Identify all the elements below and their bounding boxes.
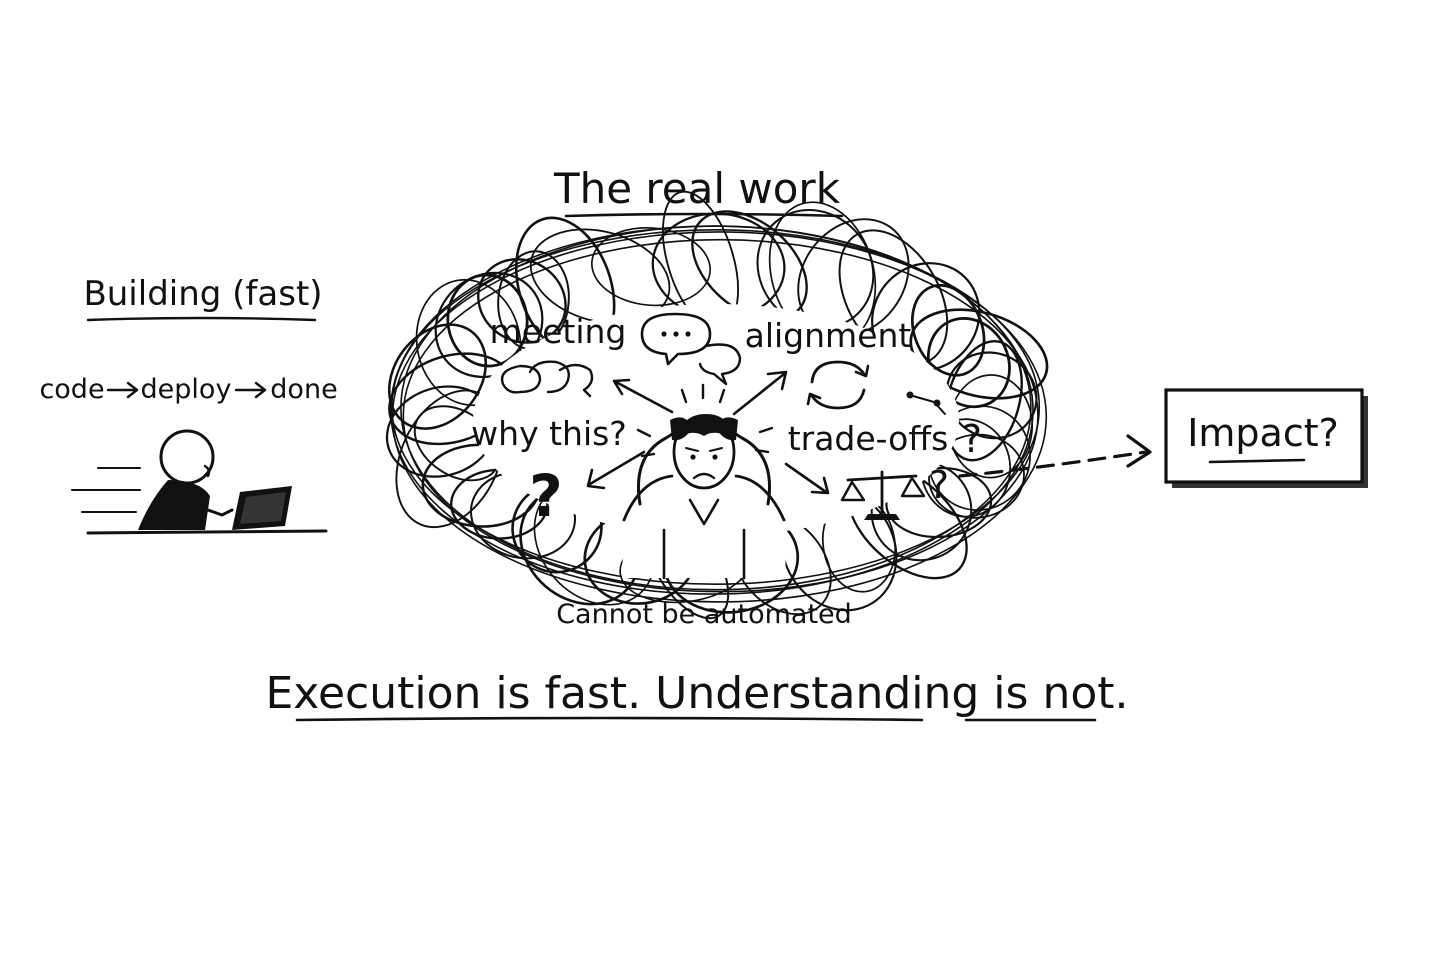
scribble-loop (477, 258, 567, 344)
scribble-ring (391, 229, 1041, 585)
scribble-ring (391, 231, 1048, 603)
label-meeting: meeting (490, 312, 627, 351)
flow-arrow-1 (106, 381, 139, 399)
chat-bubbles-icon (500, 360, 594, 398)
arrow-to-alignment (732, 370, 788, 416)
label-trade-offs: trade-offs (788, 419, 949, 458)
trade-offs-question-mark: ? (962, 417, 982, 461)
flow-step-deploy: deploy (141, 374, 232, 405)
building-heading: Building (fast) (83, 274, 322, 314)
speech-bubbles-icon (640, 312, 742, 386)
label-alignment: alignment (745, 316, 912, 355)
flow-step-done: done (270, 374, 337, 405)
dashed-arrow-to-impact (958, 434, 1152, 478)
scribble-loop (590, 226, 712, 307)
scale-question-mark: ? (929, 463, 949, 507)
arrow-to-meeting (612, 378, 674, 414)
impact-underline (1208, 458, 1306, 464)
scale-icon (840, 470, 926, 520)
diagram-title: The real work (553, 164, 841, 213)
arrow-to-tradeoffs (784, 462, 830, 495)
impact-label: Impact? (1187, 411, 1339, 455)
tagline: Execution is fast. Understanding is not. (266, 668, 1129, 719)
arrow-to-question (586, 450, 646, 490)
flow-step-code: code (39, 374, 104, 405)
flow-arrow-2 (234, 381, 267, 399)
sync-cycle-icon (806, 360, 870, 410)
scribble-loop (945, 351, 1038, 440)
stressed-person-icon (622, 383, 786, 580)
tagline-underline-left (295, 716, 924, 722)
scribble-loop (911, 283, 986, 377)
cloud-caption: Cannot be automated (556, 599, 852, 630)
network-node-icon (906, 391, 946, 415)
label-why-this: why this? (471, 414, 627, 453)
building-underline (86, 316, 317, 322)
scribble-ring (390, 225, 1034, 595)
scribble-loop (838, 229, 949, 366)
person-at-laptop-icon (71, 429, 328, 535)
scribble-ring (402, 238, 1039, 593)
impact-box: Impact? (1164, 388, 1368, 488)
question-mark-icon: ? (529, 462, 563, 530)
